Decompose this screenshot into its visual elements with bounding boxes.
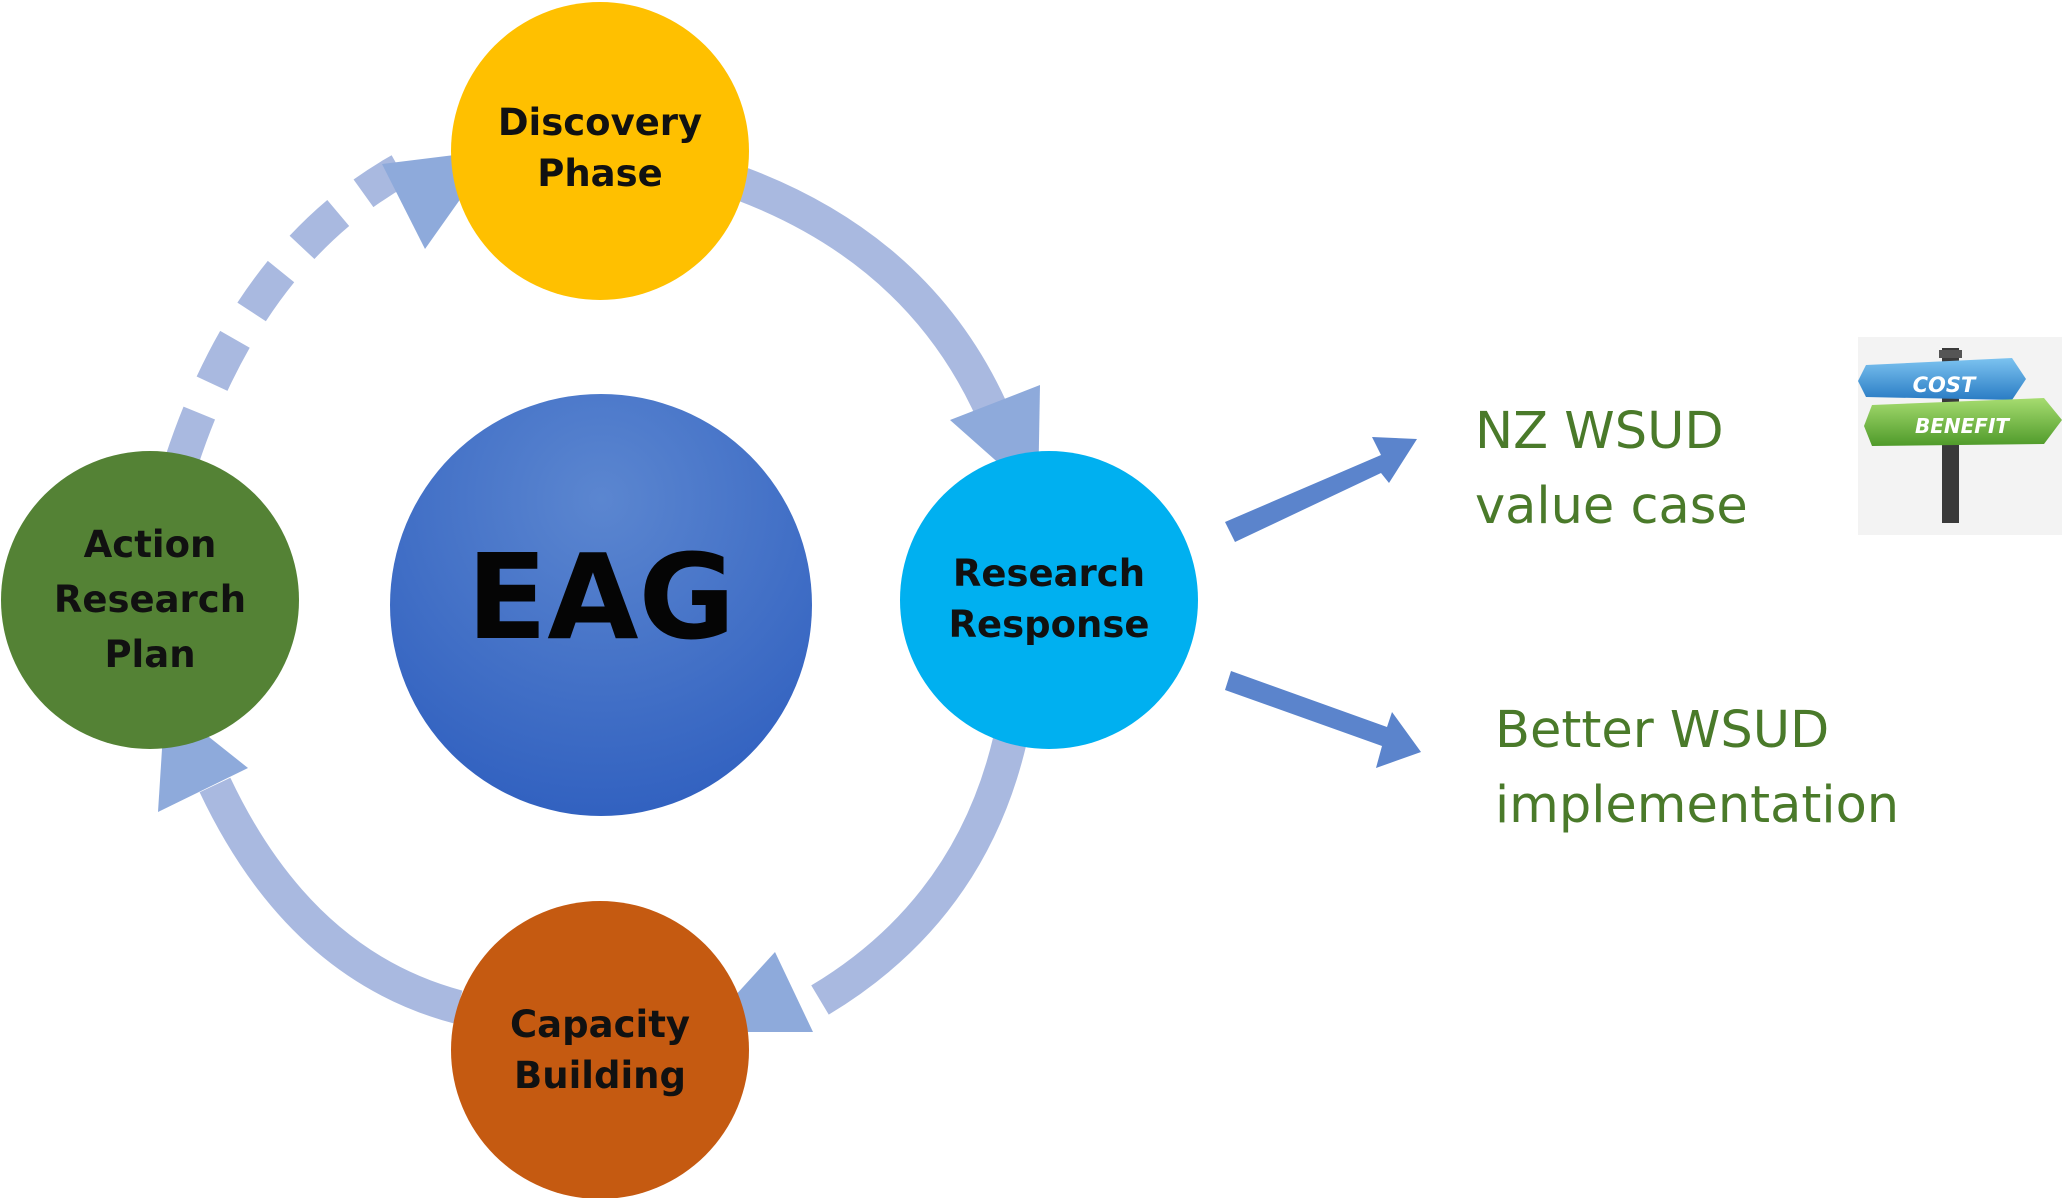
arrow-research-to-capacity <box>811 736 1027 1015</box>
eag-center: EAG <box>390 394 812 816</box>
node-capacity-building: Capacity Building <box>451 901 749 1198</box>
node-discovery-phase: Discovery Phase <box>451 2 749 300</box>
capacity-label-line1: Capacity <box>510 1003 690 1046</box>
action-plan-label-line1: Action <box>84 523 217 566</box>
value-case-line1: NZ WSUD <box>1475 402 1724 461</box>
outcome-implementation: Better WSUD implementation <box>1495 701 1899 835</box>
outcome-value-case: NZ WSUD value case <box>1475 402 1748 536</box>
arrow-to-implementation <box>1225 671 1421 768</box>
arrow-discovery-to-research <box>735 168 1016 437</box>
action-plan-label-line2: Research <box>54 578 246 621</box>
implementation-line2: implementation <box>1495 776 1899 835</box>
arrow-to-value-case <box>1225 437 1417 542</box>
benefit-sign-label: BENEFIT <box>1915 414 2010 438</box>
discovery-label-line1: Discovery <box>498 101 702 144</box>
arrow-action-to-discovery-dashed <box>165 155 409 466</box>
capacity-label-line2: Building <box>514 1054 686 1097</box>
action-plan-label-line3: Plan <box>104 633 195 676</box>
benefit-sign-board <box>1864 398 2062 446</box>
capacity-circle <box>451 901 749 1198</box>
research-response-label-line1: Research <box>953 552 1145 595</box>
arrow-capacity-to-action <box>199 777 463 1024</box>
cost-sign-board <box>1858 358 2026 400</box>
cost-benefit-signpost-icon: COST BENEFIT <box>1858 337 2062 535</box>
research-response-circle <box>900 451 1198 749</box>
eag-label: EAG <box>467 528 736 666</box>
node-action-research-plan: Action Research Plan <box>1 451 299 749</box>
outcome-arrows <box>1225 437 1421 768</box>
node-research-response: Research Response <box>900 451 1198 749</box>
implementation-line1: Better WSUD <box>1495 701 1829 760</box>
discovery-label-line2: Phase <box>537 152 663 195</box>
action-plan-circle <box>1 451 299 749</box>
cost-sign-label: COST <box>1913 373 1977 397</box>
value-case-line2: value case <box>1475 477 1748 536</box>
eag-circle <box>390 394 812 816</box>
discovery-circle <box>451 2 749 300</box>
research-response-label-line2: Response <box>949 603 1150 646</box>
signpost-pole-cap <box>1939 350 1962 358</box>
